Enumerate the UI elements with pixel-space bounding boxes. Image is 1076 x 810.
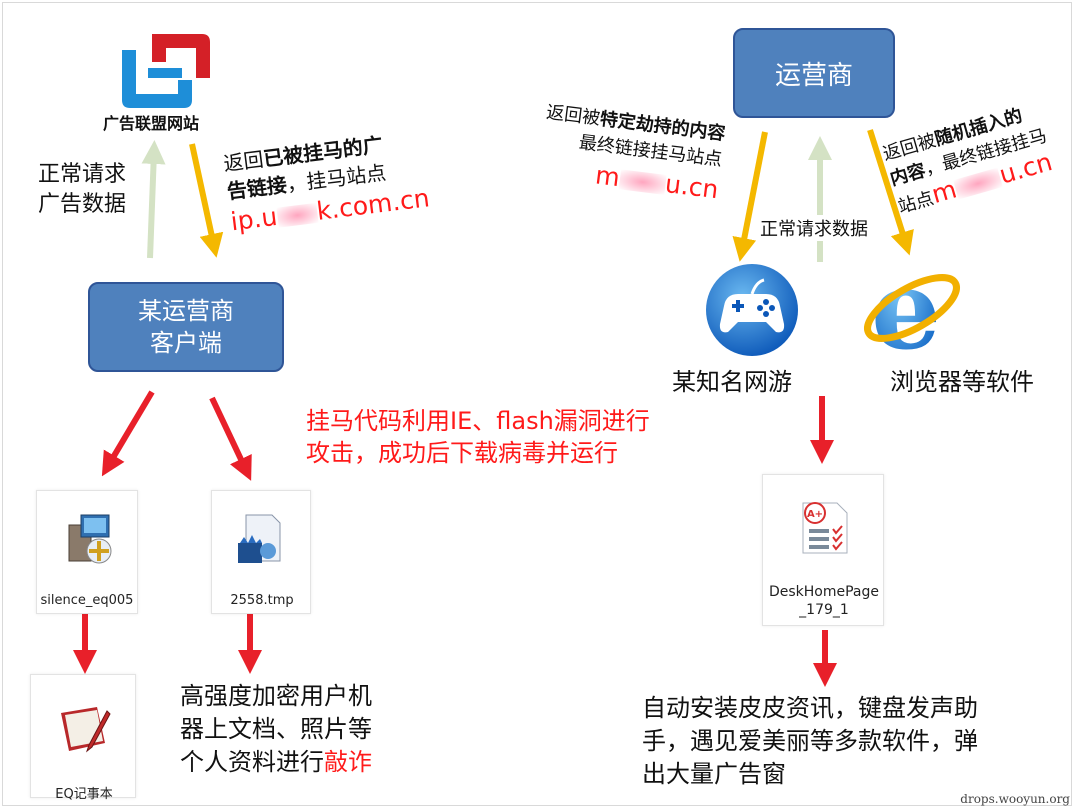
exploit-note-line2: 攻击，成功后下载病毒并运行: [306, 439, 618, 467]
url-game-a: m: [593, 160, 622, 193]
deskhome-line2: _179_1: [799, 602, 849, 618]
normal-request-label-right: 正常请求数据: [760, 215, 868, 241]
game-return-pre: 返回被: [545, 101, 602, 130]
normal-request-line1: 正常请求: [38, 162, 127, 187]
ransom-line1: 高强度加密用户机: [180, 682, 372, 710]
adware-line3: 出大量广告窗: [642, 760, 786, 788]
file-card-eq[interactable]: EQ记事本: [30, 674, 136, 802]
normal-request-label-left: 正常请求 广告数据: [38, 160, 126, 220]
client-box-line1: 某运营商: [138, 297, 234, 325]
return-pre-text: 返回: [222, 147, 265, 176]
url-left-a: ip.u: [229, 201, 279, 237]
isp-box: 运营商: [733, 28, 895, 118]
ie-browser-icon: e: [856, 245, 966, 374]
file-label-deskhome: DeskHomePage _179_1: [763, 583, 885, 619]
checklist-icon: A+: [797, 499, 851, 561]
ad-alliance-label: 广告联盟网站: [103, 114, 200, 133]
isp-client-box: 某运营商 客户端: [88, 282, 284, 372]
ransom-line3-pre: 个人资料进行: [180, 748, 324, 776]
file-card-tmp[interactable]: 2558.tmp: [211, 490, 311, 614]
tmp-file-icon: [236, 513, 286, 569]
ad-alliance-logo: [118, 28, 214, 110]
ransom-line2: 器上文档、照片等: [180, 715, 372, 743]
deskhome-line1: DeskHomePage: [768, 584, 880, 600]
svg-text:A+: A+: [807, 509, 823, 520]
game-label: 某知名网游: [672, 368, 792, 396]
arrow-client-to-silence: [101, 390, 155, 477]
arrow-return-left: [189, 143, 224, 258]
adware-outcome-text: 自动安装皮皮资讯，键盘发声助 手，遇见爱美丽等多款软件，弹 出大量广告窗: [642, 692, 978, 791]
file-label-eq: EQ记事本: [55, 787, 113, 802]
gamepad-icon: [704, 262, 800, 358]
isp-box-label: 运营商: [774, 60, 853, 91]
file-card-deskhome[interactable]: A+ DeskHomePage _179_1: [762, 474, 884, 626]
installer-icon: [65, 513, 115, 569]
exploit-note-line1: 挂马代码利用IE、flash漏洞进行: [306, 407, 650, 435]
arrow-normal-request-left: [141, 140, 166, 259]
censored-blur: [276, 202, 319, 228]
adware-line1: 自动安装皮皮资讯，键盘发声助: [642, 694, 978, 722]
notebook-icon: [57, 705, 113, 759]
footer-watermark: drops.wooyun.org: [960, 792, 1070, 806]
file-label-tmp: 2558.tmp: [230, 593, 294, 608]
exploit-note: 挂马代码利用IE、flash漏洞进行 攻击，成功后下载病毒并运行: [306, 405, 650, 469]
arrow-return-game: [732, 131, 768, 262]
ransom-line3-red: 敲诈: [324, 748, 372, 776]
ransom-outcome-text: 高强度加密用户机 器上文档、照片等 个人资料进行敲诈: [180, 680, 372, 779]
url-game-b: u.cn: [663, 169, 721, 205]
adware-line2: 手，遇见爱美丽等多款软件，弹: [642, 727, 978, 755]
client-box-line2: 客户端: [150, 329, 222, 357]
arrow-client-to-tmp: [209, 396, 252, 481]
file-label-silence: silence_eq005: [40, 593, 134, 608]
svg-text:e: e: [871, 256, 941, 364]
censored-blur: [618, 169, 667, 195]
file-card-silence[interactable]: silence_eq005: [36, 490, 138, 614]
arrow-return-ie: [867, 129, 914, 256]
normal-request-line2: 广告数据: [38, 192, 127, 217]
browser-label: 浏览器等软件: [890, 368, 1034, 396]
